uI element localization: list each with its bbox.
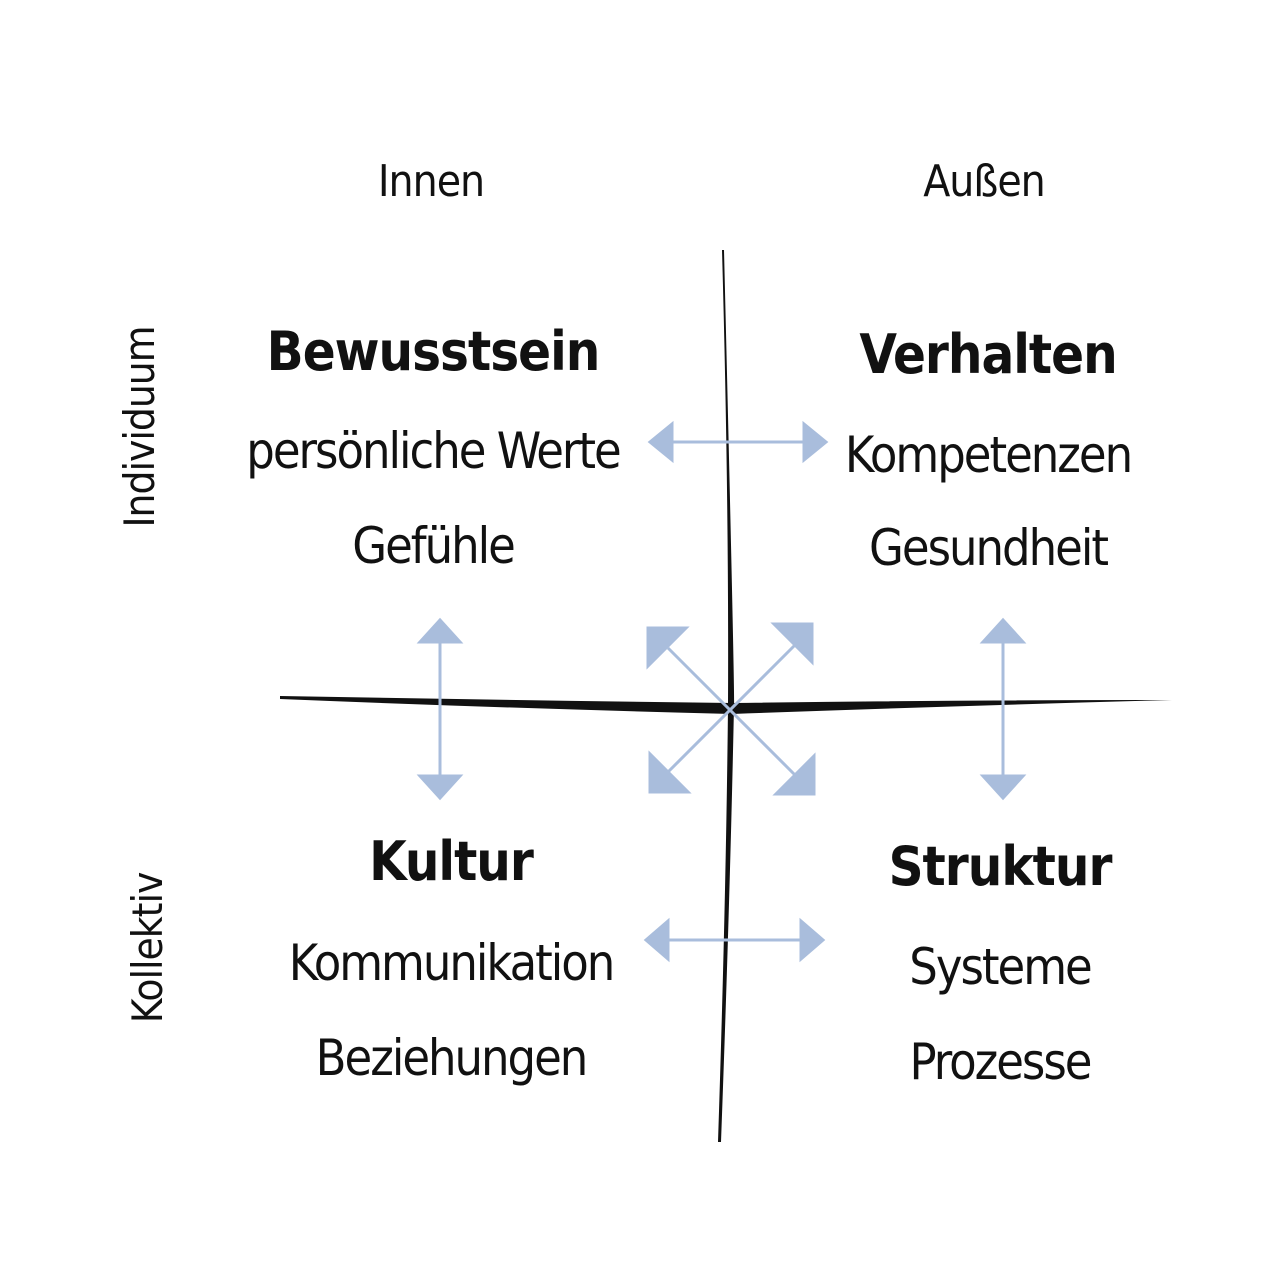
arrowhead-diagonal-sw (648, 750, 692, 794)
arrowhead-diagonal-ne (770, 622, 814, 666)
arrowhead-right-up (979, 617, 1027, 644)
arrowhead-diagonal-se (772, 752, 816, 796)
quadrant-item-feelings: Gefühle (352, 517, 516, 575)
quadrant-title-behavior: Verhalten (859, 323, 1117, 386)
arrowhead-right-down (979, 774, 1027, 801)
column-header-inner: Innen (377, 156, 485, 207)
vertical-axis (718, 250, 735, 1142)
quadrant-item-health: Gesundheit (869, 519, 1109, 577)
arrowhead-left-down (416, 774, 464, 801)
row-header-individual: Individuum (115, 326, 164, 528)
arrowhead-diagonal-nw (646, 626, 690, 670)
arrowhead-top-left (647, 420, 674, 464)
arrow-diagonal-ne-sw (666, 642, 798, 774)
quadrant-title-culture: Kultur (369, 830, 534, 893)
quadrant-item-communication: Kommunikation (288, 934, 616, 992)
quadrant-item-systems: Systeme (909, 938, 1092, 996)
arrowhead-left-up (416, 617, 464, 644)
quadrant-item-personal-values: persönliche Werte (246, 422, 621, 480)
quadrant-item-relationships: Beziehungen (315, 1029, 589, 1087)
column-header-outer: Außen (923, 156, 1046, 207)
quadrant-item-competencies: Kompetenzen (844, 426, 1133, 484)
arrowhead-bottom-right (799, 917, 826, 963)
connector-arrows (416, 420, 1027, 963)
quadrant-title-structure: Struktur (888, 835, 1113, 898)
arrowhead-top-right (802, 420, 829, 464)
row-header-collective: Kollektiv (123, 872, 172, 1024)
arrow-diagonal-nw-se (666, 646, 798, 778)
quadrant-title-consciousness: Bewusstsein (266, 320, 601, 383)
quadrant-item-processes: Prozesse (909, 1033, 1093, 1091)
arrowhead-bottom-left (643, 917, 670, 963)
